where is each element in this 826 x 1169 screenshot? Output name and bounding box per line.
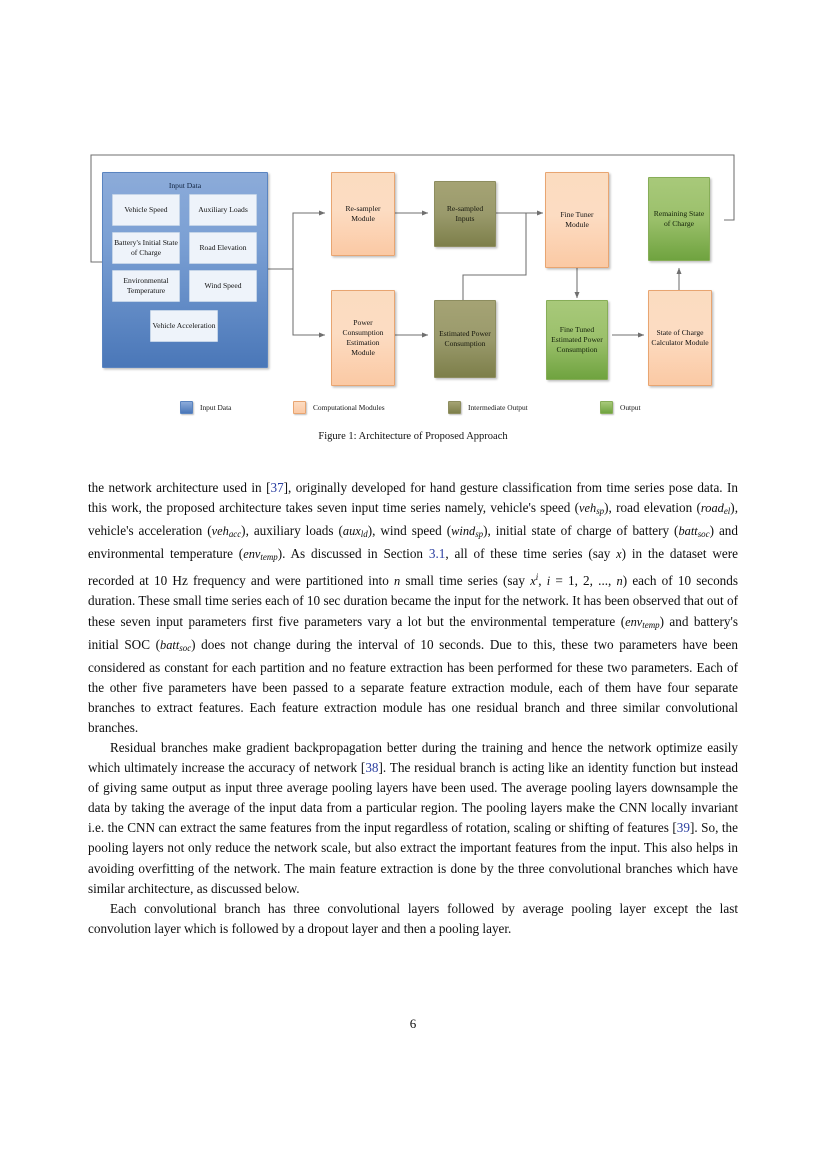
legend-item-intermediate-output: Intermediate Output [448, 401, 528, 414]
citation-39[interactable]: 39 [676, 820, 690, 836]
paragraph-2: Residual branches make gradient backprop… [88, 740, 738, 896]
page-number: 6 [409, 1016, 417, 1031]
legend-item-computational-modules: Computational Modules [293, 401, 385, 414]
legend-swatch-output [600, 401, 613, 414]
legend-item-input-data: Input Data [180, 401, 231, 414]
legend-label-output: Output [620, 403, 641, 412]
legend-item-output: Output [600, 401, 641, 414]
node-estimated-power-consumption: Estimated Power Consumption [434, 300, 496, 378]
input-battery-initial-soc: Battery's Initial State of Charge [112, 232, 180, 264]
node-fine-tuned-estimated-power-consumption: Fine Tuned Estimated Power Consumption [546, 300, 608, 380]
paragraph-3: Each convolutional branch has three conv… [88, 900, 738, 936]
body-text: the network architecture used in [37], o… [88, 478, 738, 939]
legend-swatch-intermediate-output [448, 401, 461, 414]
input-environmental-temperature: Environmental Temperature [112, 270, 180, 302]
legend-label-computational-modules: Computational Modules [313, 403, 385, 412]
node-remaining-state-of-charge: Remaining State of Charge [648, 177, 710, 261]
input-data-title: Input Data [168, 181, 202, 190]
legend-swatch-input-data [180, 401, 193, 414]
figure-legend: Input Data Computational Modules Interme… [88, 399, 738, 419]
legend-label-intermediate-output: Intermediate Output [468, 403, 528, 412]
legend-label-input-data: Input Data [200, 403, 232, 412]
input-vehicle-acceleration: Vehicle Acceleration [150, 310, 218, 342]
paragraph-1: the network architecture used in [37], o… [88, 480, 739, 735]
legend-swatch-computational-modules [293, 401, 306, 414]
section-link-3-1[interactable]: 3.1 [428, 546, 446, 562]
node-fine-tuner-module: Fine Tuner Module [545, 172, 609, 268]
input-wind-speed: Wind Speed [189, 270, 257, 302]
node-resampler-module: Re-sampler Module [331, 172, 395, 256]
node-power-consumption-estimation-module: Power Consumption Estimation Module [331, 290, 395, 386]
node-state-of-charge-calculator-module: State of Charge Calculator Module [648, 290, 712, 386]
input-road-elevation: Road Elevation [189, 232, 257, 264]
architecture-diagram: Input Data Vehicle Speed Auxiliary Loads… [88, 150, 738, 398]
figure-1: Input Data Vehicle Speed Auxiliary Loads… [88, 150, 738, 398]
citation-38[interactable]: 38 [365, 760, 379, 776]
citation-37[interactable]: 37 [270, 480, 284, 495]
input-auxiliary-loads: Auxiliary Loads [189, 194, 257, 226]
figure-caption: Figure 1: Architecture of Proposed Appro… [318, 431, 508, 442]
input-vehicle-speed: Vehicle Speed [112, 194, 180, 226]
node-resampled-inputs: Re-sampled Inputs [434, 181, 496, 247]
